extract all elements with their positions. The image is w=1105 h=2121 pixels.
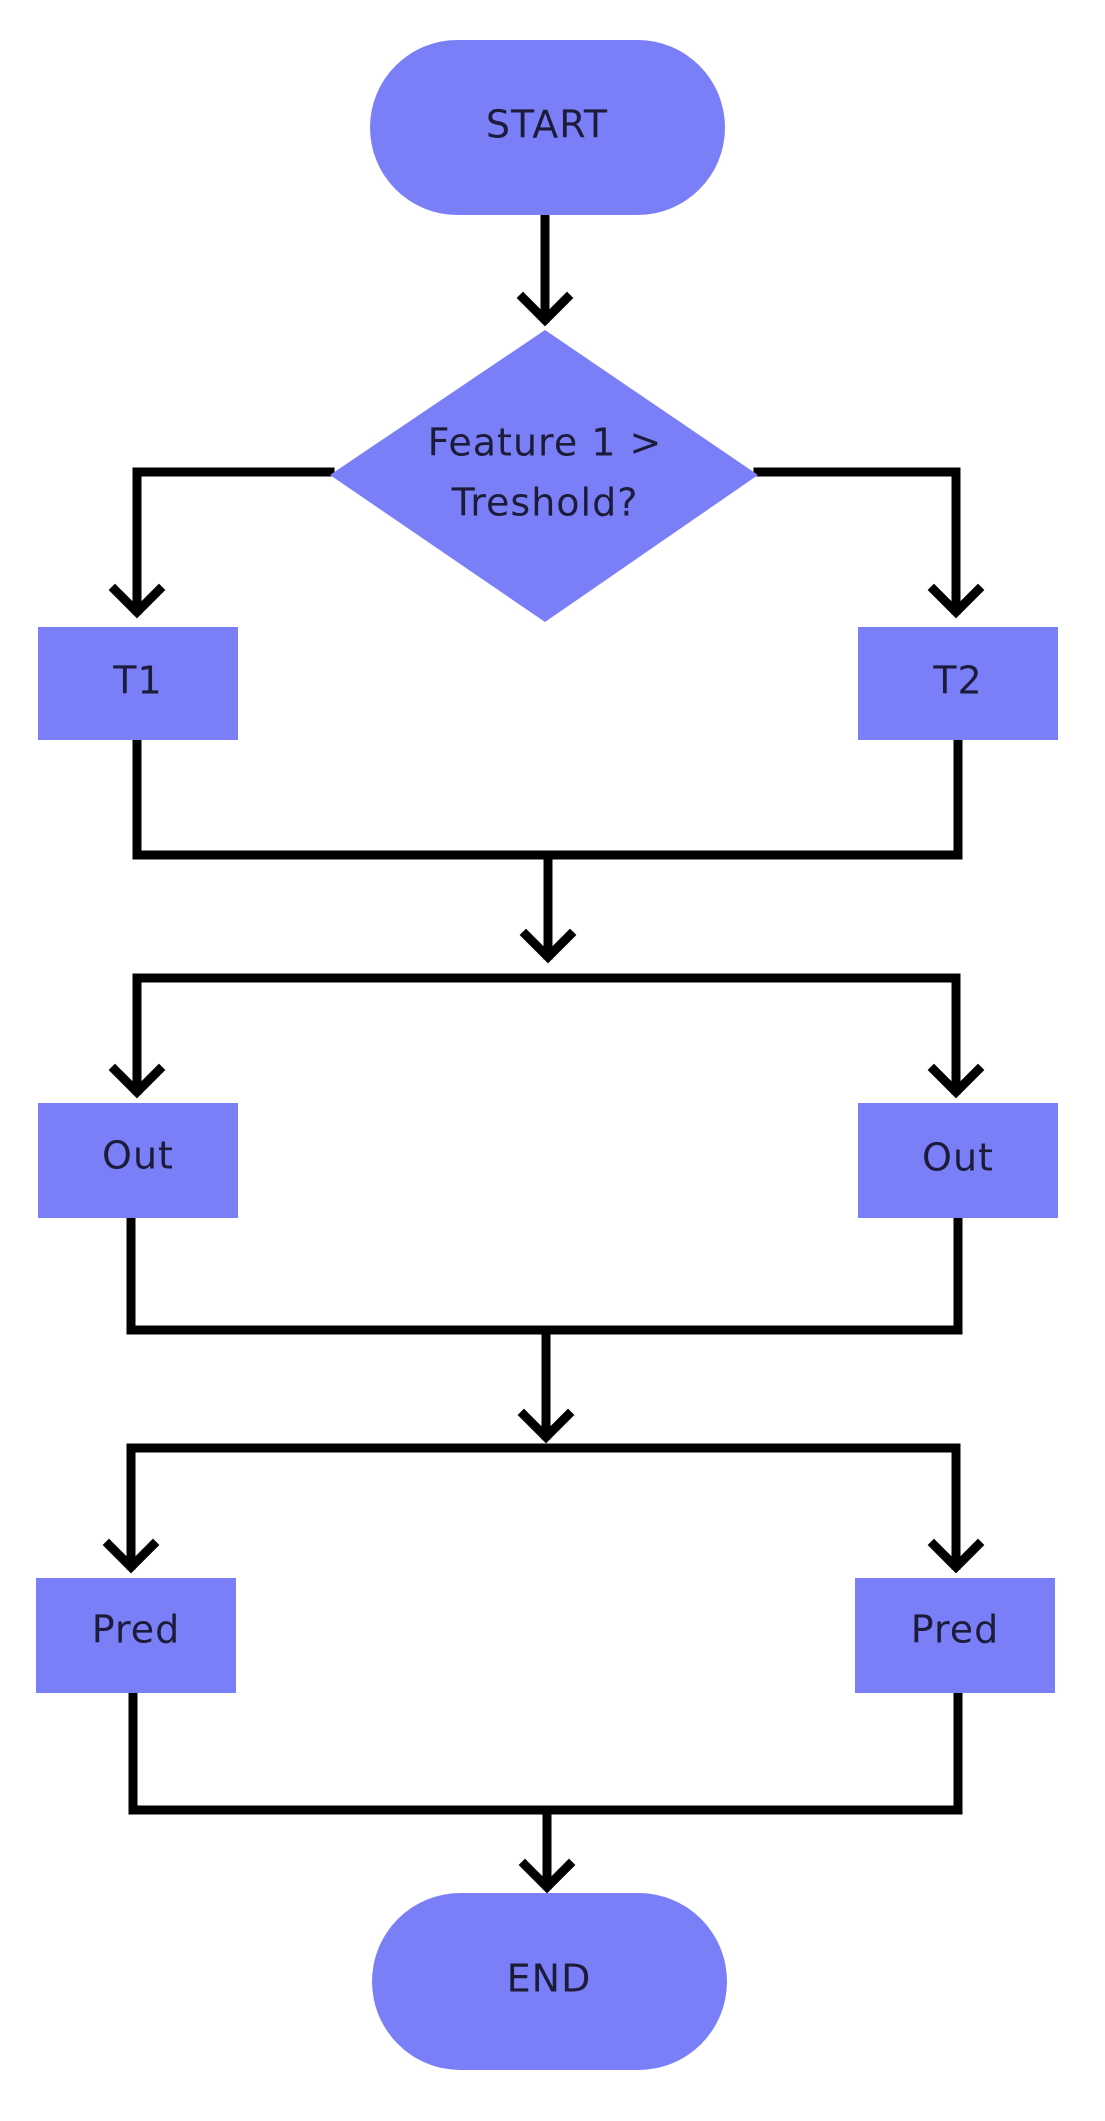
arrow-head-t2 [927, 583, 985, 619]
arrow-head-out-right [927, 1063, 985, 1099]
start-label: START [486, 103, 608, 147]
t1-node: T1 [38, 627, 238, 740]
decision-label-line1: Feature 1 > [428, 421, 663, 465]
arrow-head-merge-1 [519, 928, 577, 964]
arrow-head-t1 [108, 583, 166, 619]
connector-decision-to-t2 [753, 467, 961, 615]
connector-outs-merge [126, 1213, 963, 1335]
arrow-head-pred-right [927, 1538, 985, 1574]
t1-label: T1 [112, 659, 162, 703]
out-left-label: Out [102, 1134, 174, 1178]
connector-split-to-outs [132, 973, 961, 1095]
arrow-head-end [518, 1858, 576, 1894]
t1-box-shape [38, 627, 238, 740]
pred-right-node: Pred [855, 1578, 1055, 1693]
pred-right-label: Pred [911, 1608, 1000, 1652]
connector-t1-merge [132, 735, 963, 860]
arrow-head-out-left [108, 1063, 166, 1099]
start-terminal-shape [370, 40, 725, 215]
connector-preds-merge [128, 1688, 963, 1815]
out-left-node: Out [38, 1103, 238, 1218]
pred-right-box-shape [855, 1578, 1055, 1693]
arrow-head-merge-2 [517, 1408, 575, 1444]
pred-left-label: Pred [92, 1608, 181, 1652]
t2-node: T2 [858, 627, 1058, 740]
out-right-node: Out [858, 1103, 1058, 1218]
end-terminal-shape [372, 1893, 727, 2070]
start-node: START [370, 40, 725, 215]
decision-label-line2: Treshold? [451, 481, 639, 525]
decision-diamond-shape [330, 330, 758, 622]
connector-split-to-preds [126, 1443, 961, 1570]
connector-decision-to-t1 [132, 467, 335, 615]
t2-label: T2 [932, 659, 982, 703]
end-node: END [372, 1893, 727, 2070]
out-right-label: Out [922, 1136, 994, 1180]
pred-left-box-shape [36, 1578, 236, 1693]
arrow-head-decision [516, 291, 574, 327]
connectors [102, 213, 985, 1894]
end-label: END [507, 1957, 592, 2001]
out-left-box-shape [38, 1103, 238, 1218]
decision-node: Feature 1 > Treshold? [330, 330, 758, 622]
pred-left-node: Pred [36, 1578, 236, 1693]
arrow-head-pred-left [102, 1538, 160, 1574]
out-right-box-shape [858, 1103, 1058, 1218]
t2-box-shape [858, 627, 1058, 740]
